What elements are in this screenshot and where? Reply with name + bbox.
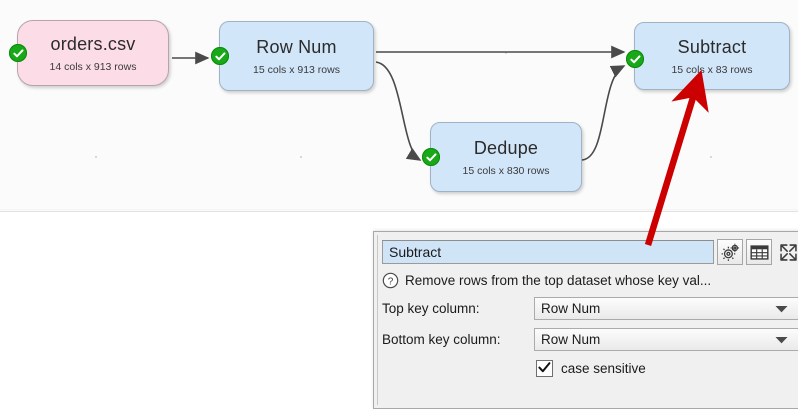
node-subtitle: 15 cols x 83 rows: [671, 64, 752, 76]
node-dedupe[interactable]: Dedupe 15 cols x 830 rows: [430, 122, 582, 192]
node-subtitle: 15 cols x 913 rows: [253, 64, 340, 76]
top-key-column-row: Top key column: Row Num: [382, 297, 798, 320]
bottom-key-column-row: Bottom key column: Row Num: [382, 328, 798, 351]
table-view-button[interactable]: [746, 239, 772, 265]
top-key-column-select[interactable]: Row Num: [534, 297, 798, 320]
top-key-column-label: Top key column:: [382, 301, 534, 316]
case-sensitive-label: case sensitive: [561, 361, 646, 376]
node-title: orders.csv: [50, 34, 135, 54]
transform-name-value: Subtract: [389, 244, 441, 260]
node-subtract[interactable]: Subtract 15 cols x 83 rows: [634, 22, 790, 90]
bottom-key-column-select[interactable]: Row Num: [534, 328, 798, 351]
gears-icon: [721, 243, 740, 262]
node-row-num[interactable]: Row Num 15 cols x 913 rows: [219, 21, 374, 91]
bottom-key-column-label: Bottom key column:: [382, 332, 534, 347]
transform-description: Remove rows from the top dataset whose k…: [405, 273, 711, 288]
check-mark-icon: [538, 360, 551, 378]
green-check-icon: [211, 47, 229, 65]
node-title: Subtract: [678, 37, 747, 57]
settings-button[interactable]: [717, 239, 743, 265]
expand-icon: [778, 242, 798, 263]
top-key-column-value: Row Num: [541, 301, 600, 316]
case-sensitive-checkbox[interactable]: [536, 360, 553, 377]
green-check-icon: [9, 44, 27, 62]
link-rownum-to-dedupe: [376, 62, 420, 160]
svg-text:?: ?: [388, 276, 394, 287]
flow-canvas[interactable]: orders.csv 14 cols x 913 rows Row Num 15…: [0, 0, 798, 212]
node-title: Dedupe: [474, 138, 538, 158]
node-orders-csv[interactable]: orders.csv 14 cols x 913 rows: [17, 20, 169, 86]
table-icon: [750, 244, 769, 261]
transform-name-input[interactable]: Subtract: [382, 240, 714, 264]
chevron-down-icon: [775, 332, 788, 347]
question-mark-icon[interactable]: ?: [382, 272, 399, 289]
link-dedupe-to-subtract: [582, 66, 624, 160]
properties-panel: Subtract: [373, 231, 798, 409]
description-row: ? Remove rows from the top dataset whose…: [382, 272, 798, 289]
node-subtitle: 14 cols x 913 rows: [50, 61, 137, 73]
node-subtitle: 15 cols x 830 rows: [463, 165, 550, 177]
green-check-icon: [626, 50, 644, 68]
green-check-icon: [422, 148, 440, 166]
bottom-key-column-value: Row Num: [541, 332, 600, 347]
panel-toolbar: Subtract: [382, 239, 798, 265]
expand-button[interactable]: [775, 239, 798, 265]
case-sensitive-row: case sensitive: [382, 360, 798, 377]
chevron-down-icon: [775, 301, 788, 316]
node-title: Row Num: [256, 37, 336, 57]
